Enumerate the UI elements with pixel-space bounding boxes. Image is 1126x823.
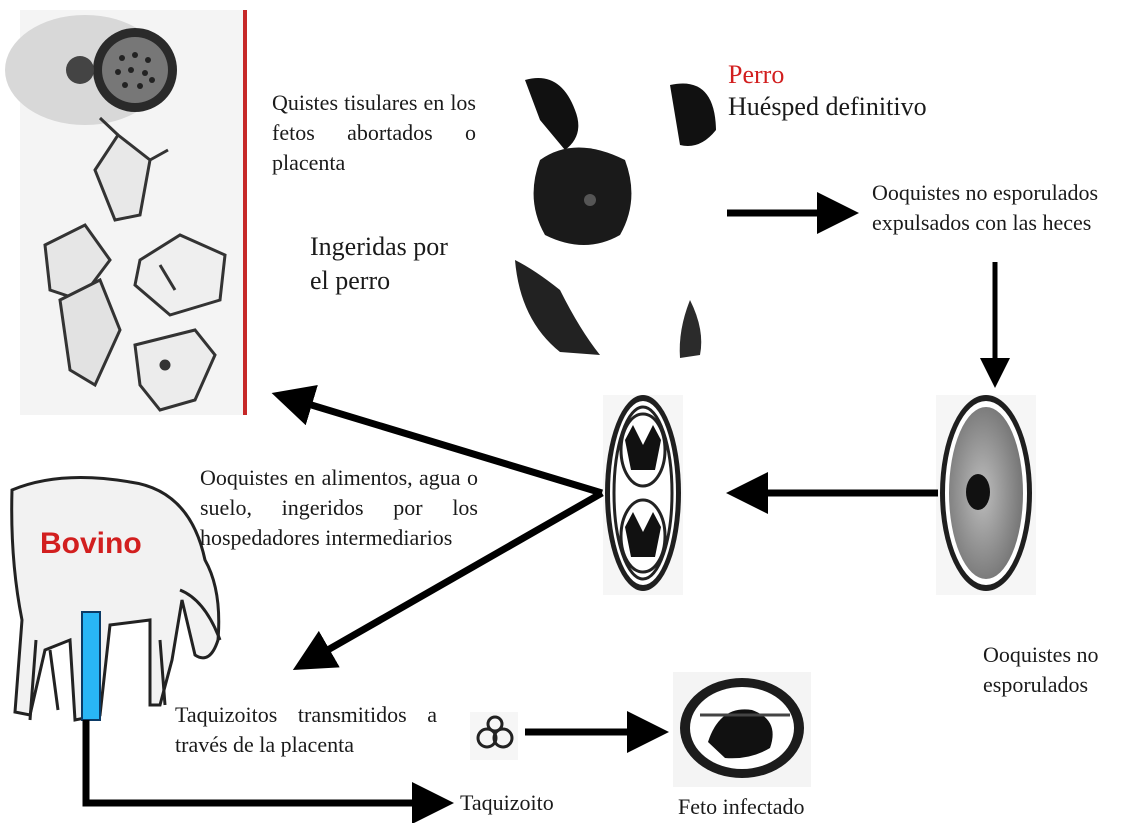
cow-illustration [12, 478, 220, 721]
infected-fetus-icon [673, 672, 811, 787]
oocysts-ingested-label: Ooquistes en alimentos, agua o suelo, in… [200, 463, 478, 553]
intermediate-hosts-illustration [5, 10, 247, 415]
tachyzoite-label: Taquizoito [460, 788, 554, 818]
cow-label: Bovino [40, 527, 142, 561]
oocysts-expelled-label: Ooquistes no esporulados expulsados con … [872, 178, 1122, 238]
dog-subtitle: Huésped definitivo [728, 90, 927, 124]
tachyzoite-icon [470, 712, 518, 760]
unsporulated-oocyst-icon [936, 395, 1036, 595]
tissue-cysts-label: Quistes tisulares en los fetos abortados… [272, 88, 476, 178]
tachyzoites-transmitted-label: Taquizoitos transmitidos a través de la … [175, 700, 437, 760]
infected-fetus-label: Feto infectado [678, 792, 804, 822]
dog-photo [508, 68, 724, 360]
umbilical-cord [82, 612, 100, 720]
oocysts-unsporulated-label: Ooquistes no esporulados [983, 640, 1113, 700]
sporulated-oocyst-icon [603, 395, 683, 595]
dog-title: Perro [728, 60, 927, 90]
ingested-by-dog-label: Ingeridas por el perro [310, 230, 460, 298]
